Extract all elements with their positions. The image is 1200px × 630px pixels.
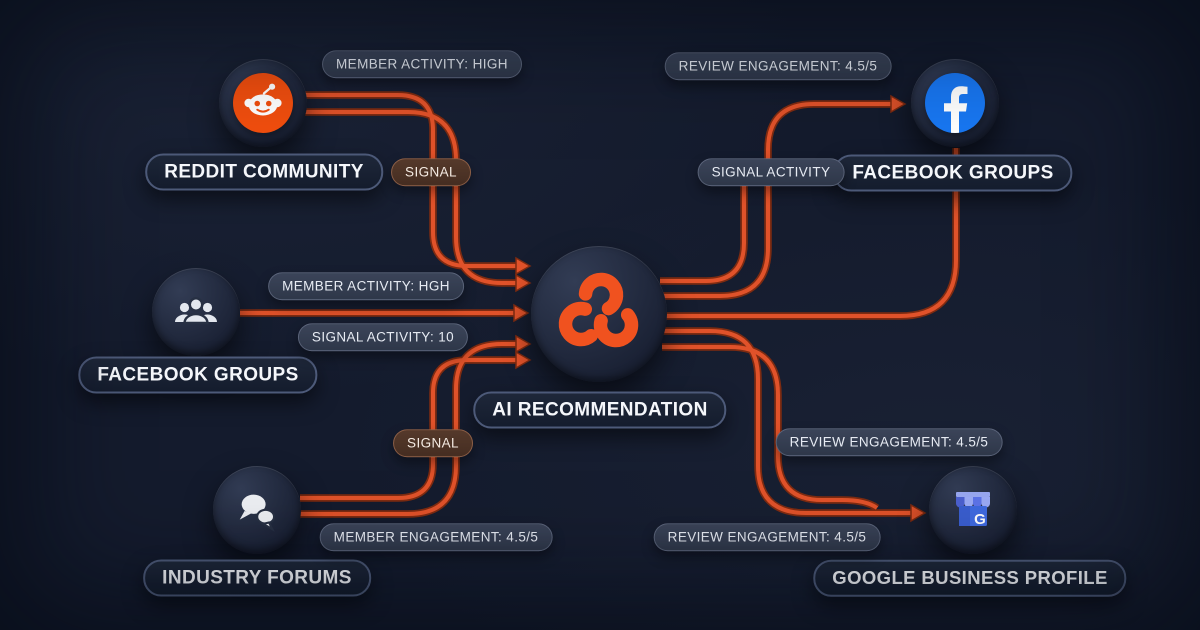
node-ai-recommendation — [531, 246, 667, 382]
label-ai-recommendation: AI RECOMMENDATION — [473, 391, 727, 429]
badge-signal-activity-10: SIGNAL ACTIVITY: 10 — [297, 323, 469, 351]
label-facebook-groups-left: FACEBOOK GROUPS — [78, 356, 318, 394]
badge-member-activity-high: MEMBER ACTIVITY: HIGH — [322, 50, 522, 78]
node-reddit — [219, 59, 307, 147]
node-facebook-groups-left — [152, 268, 240, 356]
badge-signal-activity: SIGNAL ACTIVITY — [697, 158, 845, 186]
node-industry-forums — [213, 466, 301, 554]
label-industry-forums: INDUSTRY FORUMS — [143, 559, 371, 597]
edge-ai-to-google-business — [662, 327, 912, 517]
google-business-icon: G — [956, 492, 990, 528]
label-facebook-groups-top: FACEBOOK GROUPS — [833, 154, 1073, 192]
badge-signal-top: SIGNAL — [391, 158, 471, 186]
badge-member-activity-hgh: MEMBER ACTIVITY: HGH — [268, 272, 464, 300]
edge-facebook-top-to-ai — [664, 148, 960, 320]
edge-ai-to-facebook-top — [660, 100, 892, 300]
badge-review-engagement-mid: REVIEW ENGAGEMENT: 4.5/5 — [775, 428, 1003, 456]
arrowheads — [513, 94, 927, 523]
ai-logo-icon — [558, 272, 639, 348]
node-facebook-groups-top — [911, 59, 999, 147]
edge-industry-to-ai — [298, 340, 518, 518]
chat-icon — [239, 494, 276, 532]
label-google-business-profile: GOOGLE BUSINESS PROFILE — [813, 559, 1127, 597]
label-reddit-community: REDDIT COMMUNITY — [145, 153, 383, 191]
google-g-monogram: G — [974, 511, 986, 528]
badge-review-engagement-top: REVIEW ENGAGEMENT: 4.5/5 — [664, 52, 892, 80]
reddit-icon — [233, 73, 293, 133]
badge-review-engagement-low: REVIEW ENGAGEMENT: 4.5/5 — [653, 523, 881, 551]
people-icon — [175, 297, 217, 325]
node-google-business: G — [929, 466, 1017, 554]
facebook-icon — [925, 73, 985, 133]
badge-signal-bottom: SIGNAL — [393, 429, 473, 457]
badge-member-engagement: MEMBER ENGAGEMENT: 4.5/5 — [319, 523, 553, 551]
